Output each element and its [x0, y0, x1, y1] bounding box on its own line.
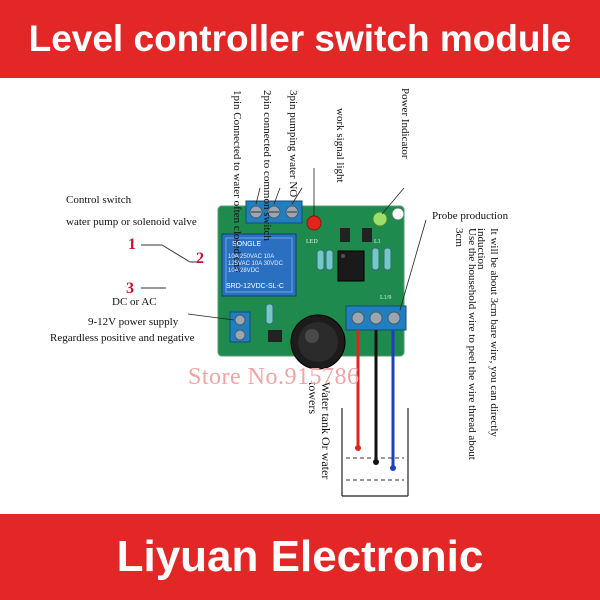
power-led [372, 211, 388, 227]
pin3-label: 3pin pumping water NO [287, 90, 299, 198]
probe-note-1: Use the household wire to peel the wire … [453, 228, 478, 460]
brand-banner: Liyuan Electronic [0, 514, 600, 600]
probe-label: Probe production [432, 210, 509, 222]
probe-note-2: It will be about 3cm bare wire, you can … [475, 228, 500, 437]
power-indicator-label: Power Indicator [399, 88, 411, 159]
brand-name: Liyuan Electronic [116, 532, 484, 581]
pin1-label: 1pin Connected to water often closed end [231, 90, 243, 273]
mounting-hole [391, 207, 405, 221]
relay [221, 233, 297, 297]
relay-model: SRD-12VDC-SL-C [226, 283, 284, 290]
work-led [306, 215, 322, 231]
dc-ac-label: DC or AC [112, 296, 157, 308]
tank-label: Water tank Or water towers [306, 382, 333, 480]
silk-led: LED [306, 239, 318, 245]
polarity-label: Regardless positive and negative [50, 332, 195, 344]
switch-number-3: 3 [126, 280, 134, 297]
switch-number-2: 2 [196, 250, 204, 267]
work-light-label: work signal light [334, 108, 346, 183]
diagram-area: 1pin Connected to water often closed end… [0, 78, 600, 514]
control-switch-label: Control switch [66, 194, 132, 206]
relay-specs: 10A 250VAC 10A 125VAC 10A 30VDC 10A 28VD… [228, 254, 283, 274]
pump-valve-label: water pump or solenoid valve [66, 216, 197, 228]
title-banner: Level controller switch module [0, 0, 600, 78]
silk-l1: L1 [374, 239, 381, 245]
silk-l19: L1/9 [380, 295, 392, 301]
banner-title: Level controller switch module [28, 18, 572, 59]
power-supply-label: 9-12V power supply [88, 316, 179, 328]
store-watermark: Store No.915786 [188, 364, 360, 390]
relay-brand: SONGLE [232, 241, 262, 248]
water-tank [341, 408, 409, 497]
switch-number-1: 1 [128, 236, 136, 253]
switch-symbol [141, 244, 200, 289]
pin2-label: 2pin connected to common switch [261, 90, 273, 241]
circuit-illustration [141, 168, 427, 497]
